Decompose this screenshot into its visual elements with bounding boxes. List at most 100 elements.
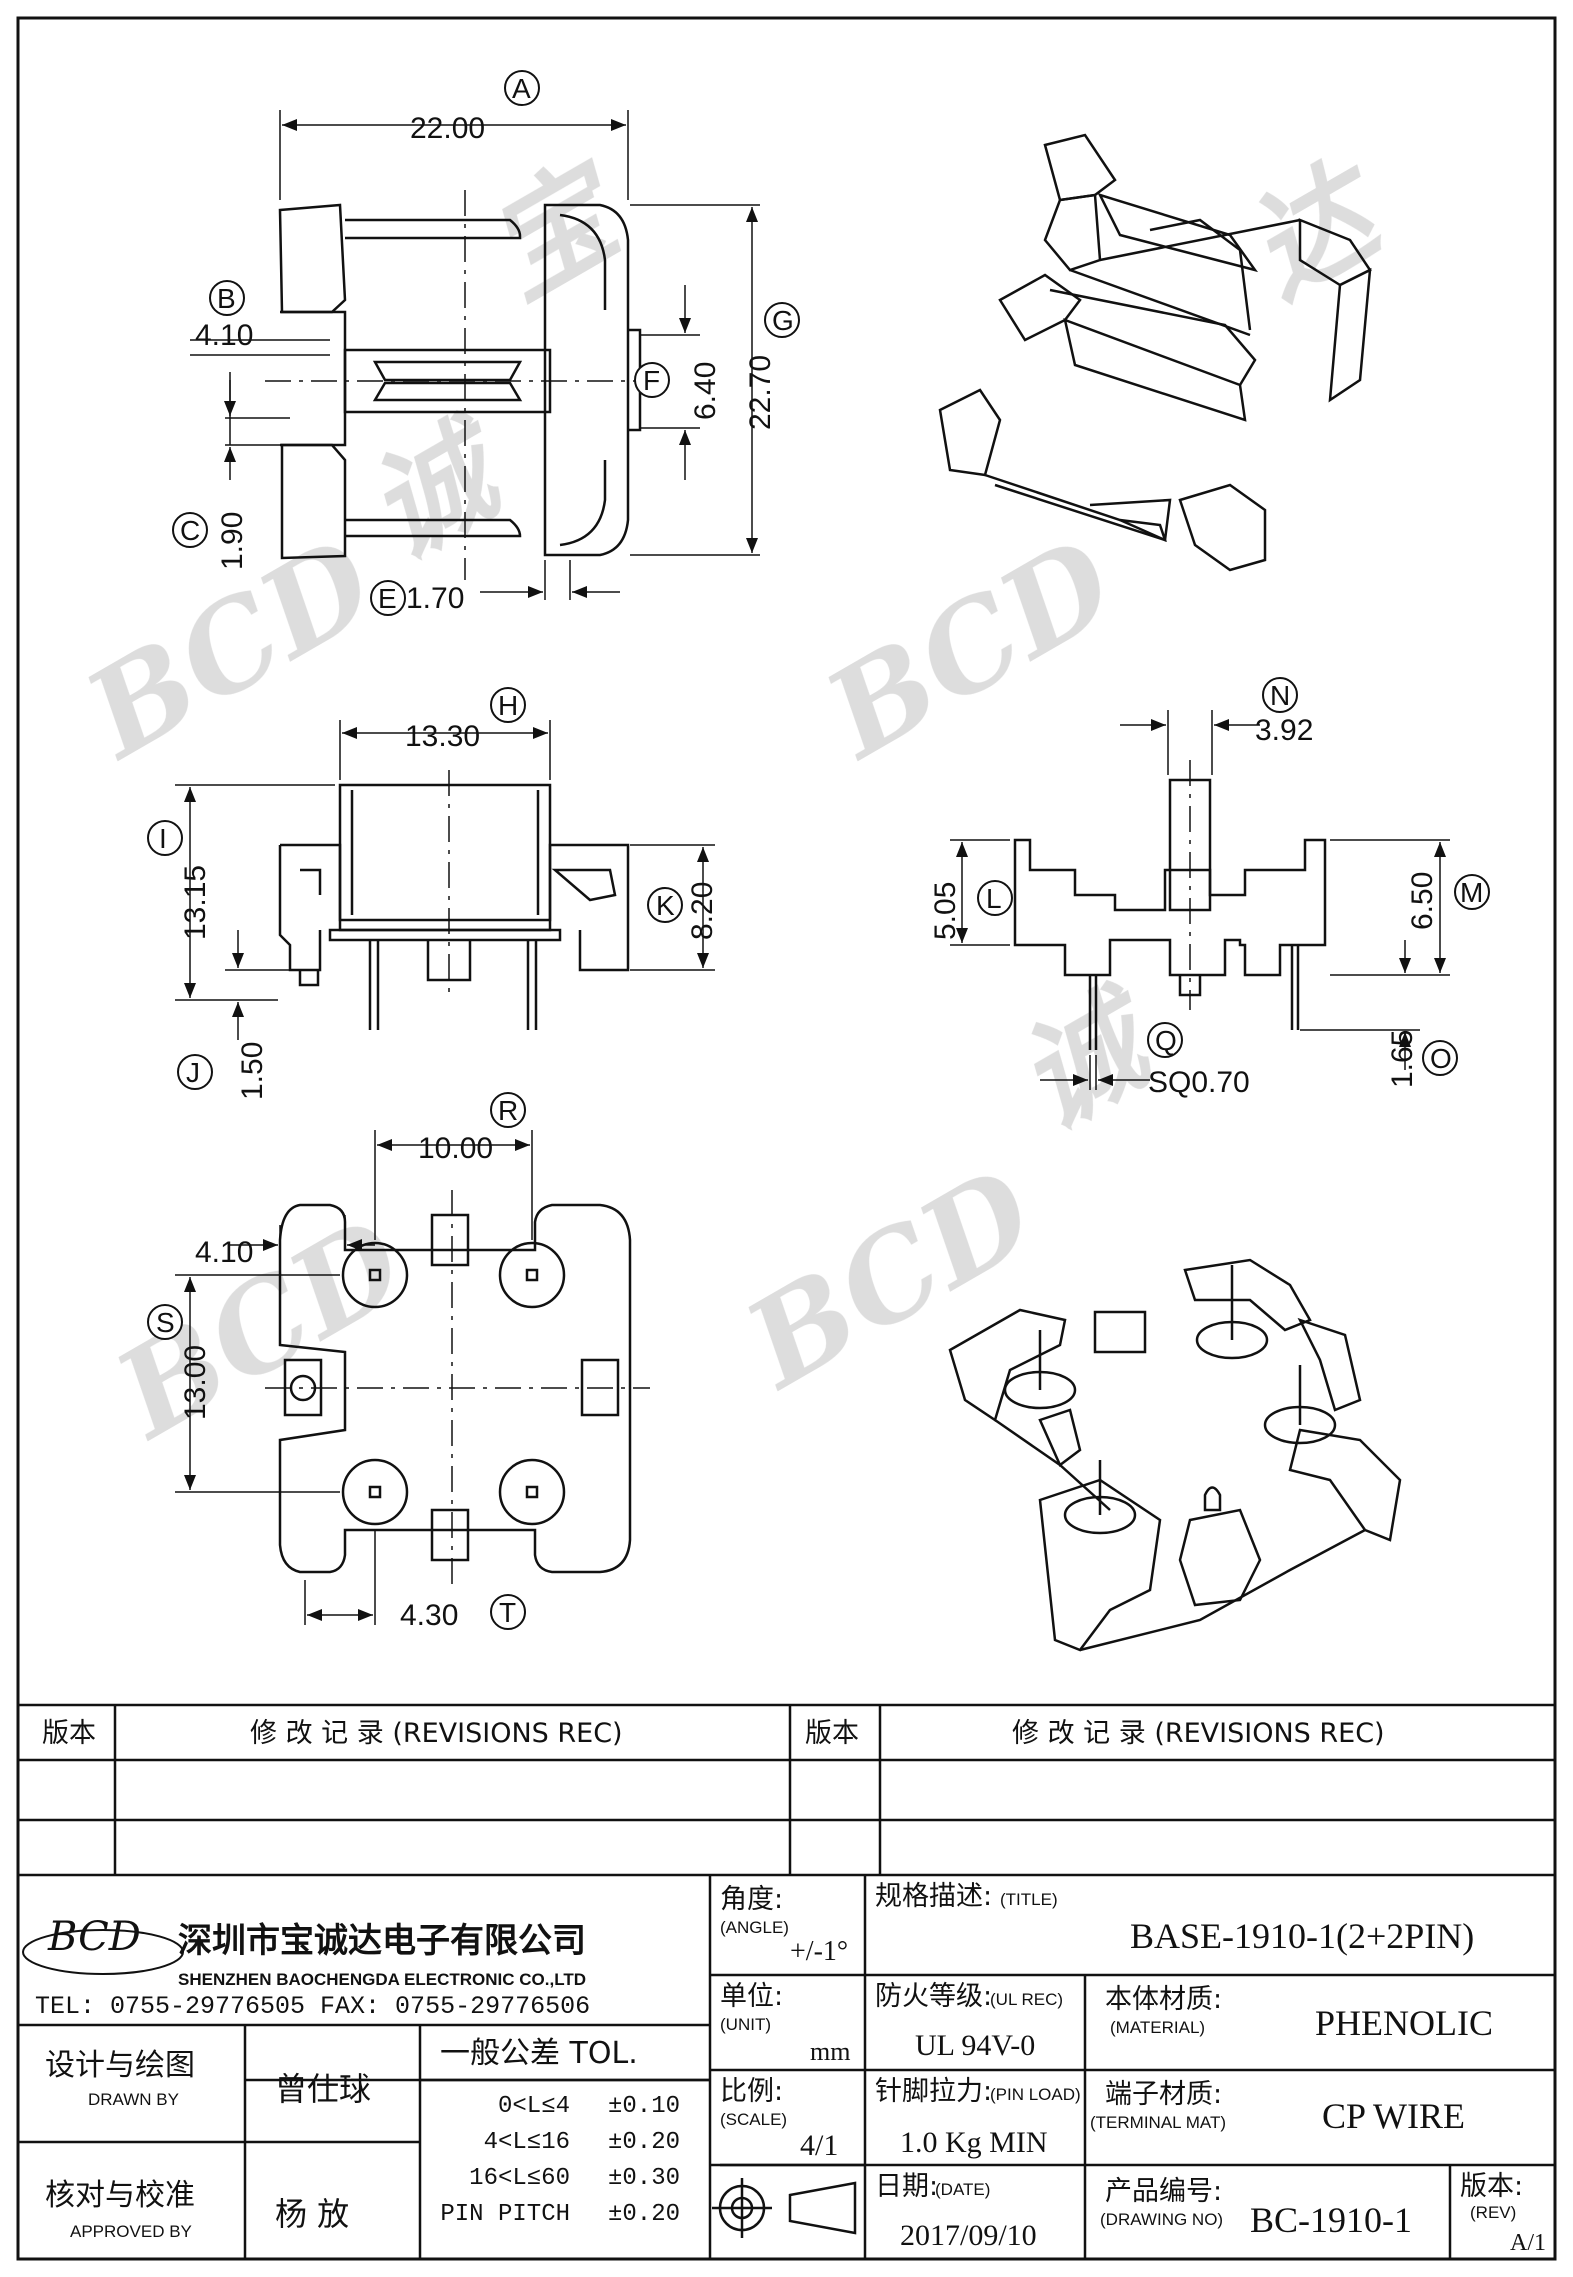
drawing-no-label: 产品编号: xyxy=(1105,2176,1222,2207)
dim-T: T 4.30 xyxy=(400,1594,526,1632)
dim-H: H 13.30 xyxy=(405,687,526,753)
dim-O: O 1.65 xyxy=(1386,1030,1458,1088)
angle-label: 角度: xyxy=(720,1884,783,1915)
svg-text:13.30: 13.30 xyxy=(405,720,480,753)
approved-value: 杨 放 xyxy=(275,2195,349,2233)
pin-load-label: 针脚拉力: xyxy=(875,2076,992,2107)
company-name-en: SHENZHEN BAOCHENGDA ELECTRONIC CO.,LTD xyxy=(178,1970,586,1989)
tolerance-value: ±0.30 xyxy=(608,2165,680,2192)
watermark-char-cheng: 诚 xyxy=(344,394,534,585)
tolerance-title: 一般公差 TOL. xyxy=(440,2036,638,2071)
front-view xyxy=(278,770,630,1030)
dim-N: N 3.92 xyxy=(1255,677,1313,747)
scale-label: 比例: xyxy=(720,2076,783,2107)
front-view-dimensions xyxy=(175,720,715,1040)
svg-text:K: K xyxy=(656,890,675,921)
svg-text:4.30: 4.30 xyxy=(400,1599,458,1632)
scale-value: 4/1 xyxy=(800,2129,838,2162)
date-value: 2017/09/10 xyxy=(900,2219,1037,2252)
pin-load-value: 1.0 Kg MIN xyxy=(900,2126,1048,2159)
ul-label: 防火等级: xyxy=(875,1981,992,2012)
svg-text:R: R xyxy=(498,1095,518,1126)
dim-E: E 1.70 xyxy=(370,580,464,616)
company-name-cn: 深圳市宝诚达电子有限公司 xyxy=(178,1921,586,1961)
svg-text:4.10: 4.10 xyxy=(195,319,253,352)
svg-text:22.70: 22.70 xyxy=(744,355,777,430)
tolerance-range: PIN PITCH xyxy=(440,2201,570,2228)
ul-value: UL 94V-0 xyxy=(915,2029,1035,2062)
title-label-en: (TITLE) xyxy=(1000,1890,1058,1909)
terminal-value: CP WIRE xyxy=(1322,2096,1465,2136)
side-view-dimensions xyxy=(950,710,1450,1090)
top-view-dimensions xyxy=(190,110,760,600)
dim-S: S 13.00 4.10 xyxy=(147,1236,253,1420)
watermark-logo-3: BCD xyxy=(91,1191,427,1466)
drawn-label-en: DRAWN BY xyxy=(88,2090,179,2109)
top-view xyxy=(265,190,650,580)
svg-text:J: J xyxy=(186,1057,200,1088)
unit-value: mm xyxy=(810,2037,850,2066)
svg-text:6.40: 6.40 xyxy=(689,362,722,420)
svg-text:BCD: BCD xyxy=(47,1914,141,1960)
rev-col-version-1: 版本 xyxy=(42,1718,96,1749)
dim-K: K 8.20 xyxy=(647,882,719,940)
date-label-en: (DATE) xyxy=(935,2180,990,2199)
side-view xyxy=(1013,760,1327,1050)
drawing-no-label-en: (DRAWING NO) xyxy=(1100,2210,1223,2229)
material-label-en: (MATERIAL) xyxy=(1110,2018,1205,2037)
tolerance-range: 16<L≤60 xyxy=(469,2165,570,2192)
svg-text:B: B xyxy=(217,283,236,314)
drawn-value: 曾仕球 xyxy=(275,2070,371,2108)
svg-text:T: T xyxy=(499,1597,516,1628)
svg-text:6.50: 6.50 xyxy=(1406,872,1439,930)
svg-text:Q: Q xyxy=(1155,1025,1177,1056)
svg-text:O: O xyxy=(1430,1043,1452,1074)
svg-text:1.50: 1.50 xyxy=(236,1042,269,1100)
dim-L: L 5.05 xyxy=(929,880,1013,940)
svg-text:A: A xyxy=(512,73,531,104)
rev-col-record-1: 修 改 记 录 (REVISIONS REC) xyxy=(250,1718,623,1749)
rev-col-record-2: 修 改 记 录 (REVISIONS REC) xyxy=(1012,1718,1385,1749)
tolerance-value: ±0.20 xyxy=(608,2201,680,2228)
title-label: 规格描述: xyxy=(875,1881,992,1912)
material-label: 本体材质: xyxy=(1105,1984,1222,2015)
rev-col-version-2: 版本 xyxy=(805,1718,859,1749)
dim-C: C 1.90 xyxy=(172,512,249,570)
svg-text:M: M xyxy=(1460,877,1483,908)
approved-label-en: APPROVED BY xyxy=(70,2222,192,2241)
tolerance-range: 0<L≤4 xyxy=(498,2093,570,2120)
rev-value: A/1 xyxy=(1510,2230,1546,2256)
svg-text:5.05: 5.05 xyxy=(929,882,962,940)
svg-text:H: H xyxy=(498,690,518,721)
tolerance-value: ±0.20 xyxy=(608,2129,680,2156)
angle-label-en: (ANGLE) xyxy=(720,1918,789,1937)
svg-text:C: C xyxy=(180,515,200,546)
sheet-border xyxy=(16,16,1557,2261)
bottom-view-dimensions xyxy=(175,1130,533,1625)
svg-text:3.92: 3.92 xyxy=(1255,714,1313,747)
iso-view-bottom xyxy=(948,1258,1402,1652)
company-contact: TEL: 0755-29776505 FAX: 0755-29776506 xyxy=(35,1992,590,2021)
angle-value: +/-1° xyxy=(790,1936,848,1967)
ul-label-en: (UL REC) xyxy=(990,1990,1063,2009)
terminal-label: 端子材质: xyxy=(1105,2079,1222,2110)
unit-label: 单位: xyxy=(720,1981,783,2012)
terminal-label-en: (TERMINAL MAT) xyxy=(1090,2113,1226,2132)
dim-R: R 10.00 xyxy=(418,1092,526,1165)
revision-table xyxy=(18,1703,1555,1877)
drawing-no-value: BC-1910-1 xyxy=(1250,2200,1412,2240)
bottom-view xyxy=(265,1190,650,1590)
company-logo: BCD xyxy=(22,1914,184,1975)
tolerance-value: ±0.10 xyxy=(608,2093,680,2120)
projection-symbol xyxy=(712,2178,857,2238)
dim-F: F 6.40 xyxy=(634,362,722,420)
dim-B: B 4.10 xyxy=(195,280,253,352)
svg-text:1.70: 1.70 xyxy=(406,582,464,615)
svg-text:S: S xyxy=(156,1307,175,1338)
svg-text:1.65: 1.65 xyxy=(1386,1030,1419,1088)
dim-M: M 6.50 xyxy=(1406,872,1490,930)
svg-text:13.15: 13.15 xyxy=(179,865,212,940)
svg-text:13.00: 13.00 xyxy=(179,1345,212,1420)
